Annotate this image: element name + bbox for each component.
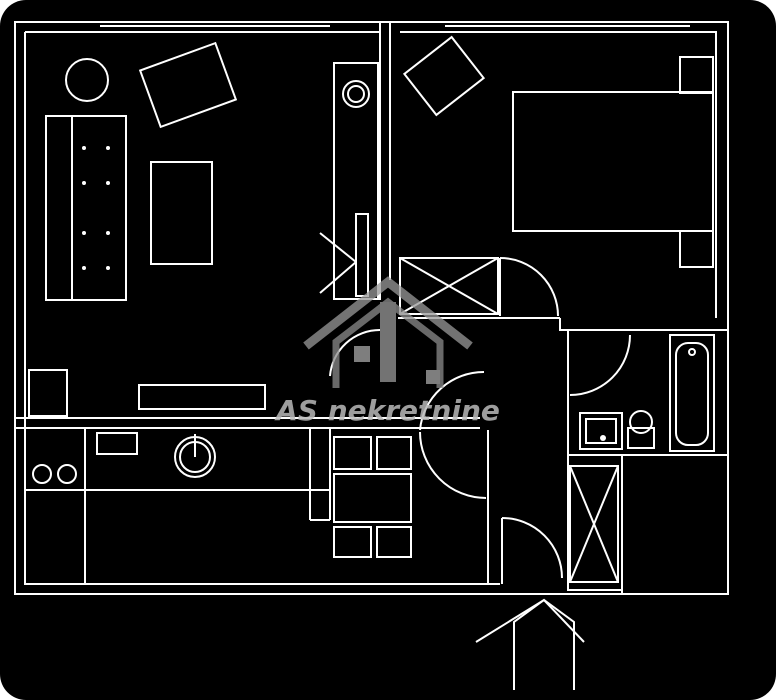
- entrance-door-swing: [501, 517, 563, 579]
- inner-wall-line-left: [24, 32, 500, 585]
- stove-burner-right: [57, 464, 77, 484]
- dining-chair-top-left: [333, 436, 372, 470]
- door-swing-b: [319, 261, 357, 294]
- bedroom: [399, 35, 714, 315]
- nightstand-top: [679, 56, 714, 94]
- sofa-buttons: [82, 146, 110, 270]
- armchair: [138, 41, 238, 129]
- living-room: [28, 41, 379, 417]
- bedroom-door-swing: [499, 257, 559, 317]
- washbasin-tap: [600, 435, 606, 441]
- bathtub: [669, 334, 715, 452]
- house-logo-icon: [303, 276, 473, 388]
- tv-bench: [138, 384, 266, 410]
- bed: [512, 91, 714, 232]
- lamp-outer: [342, 80, 370, 108]
- doors: [329, 257, 631, 584]
- dining-chair-bottom-left: [333, 526, 372, 558]
- stove-burner-left: [32, 464, 52, 484]
- wall-storage: [567, 455, 623, 591]
- bedroom-armchair: [402, 35, 486, 117]
- inner-wall-line-top-right: [400, 31, 717, 318]
- bathroom-door-swing: [569, 334, 631, 396]
- kitchen: [25, 428, 412, 584]
- kitchen-appliance: [96, 432, 138, 455]
- dining-table: [333, 473, 412, 523]
- door-swing-a: [319, 232, 357, 263]
- outer-walls: [14, 21, 729, 595]
- lamp-inner: [347, 85, 365, 103]
- interior-walls: [15, 22, 728, 594]
- round-table: [65, 58, 109, 102]
- sofa: [45, 115, 127, 301]
- nightstand-bottom: [679, 230, 714, 268]
- storage-cross-b: [569, 465, 619, 583]
- watermark-text: AS nekretnine: [274, 394, 500, 427]
- kitchen-door-swing: [419, 370, 485, 431]
- bathtub-basin: [675, 342, 709, 446]
- toilet-tank: [627, 427, 655, 449]
- wardrobe-door: [355, 213, 369, 297]
- arrow-up-icon: [475, 598, 585, 690]
- washbasin-bowl: [585, 418, 617, 444]
- washbasin: [579, 412, 623, 450]
- living-door-swing: [329, 328, 381, 377]
- corner-cabinet: [28, 369, 68, 417]
- toilet-bowl: [629, 410, 653, 434]
- wardrobe: [333, 62, 379, 300]
- dining-chair-top-right: [376, 436, 412, 470]
- hallway-door-swing: [419, 431, 487, 499]
- coffee-table: [150, 161, 213, 265]
- bathtub-drain: [688, 348, 696, 356]
- wall-bathroom-top: [559, 318, 728, 331]
- outer-wall-outline: [14, 21, 729, 595]
- bathroom: [569, 334, 715, 583]
- dining-chair-bottom-right: [376, 526, 412, 558]
- storage-cabinet: [569, 465, 619, 583]
